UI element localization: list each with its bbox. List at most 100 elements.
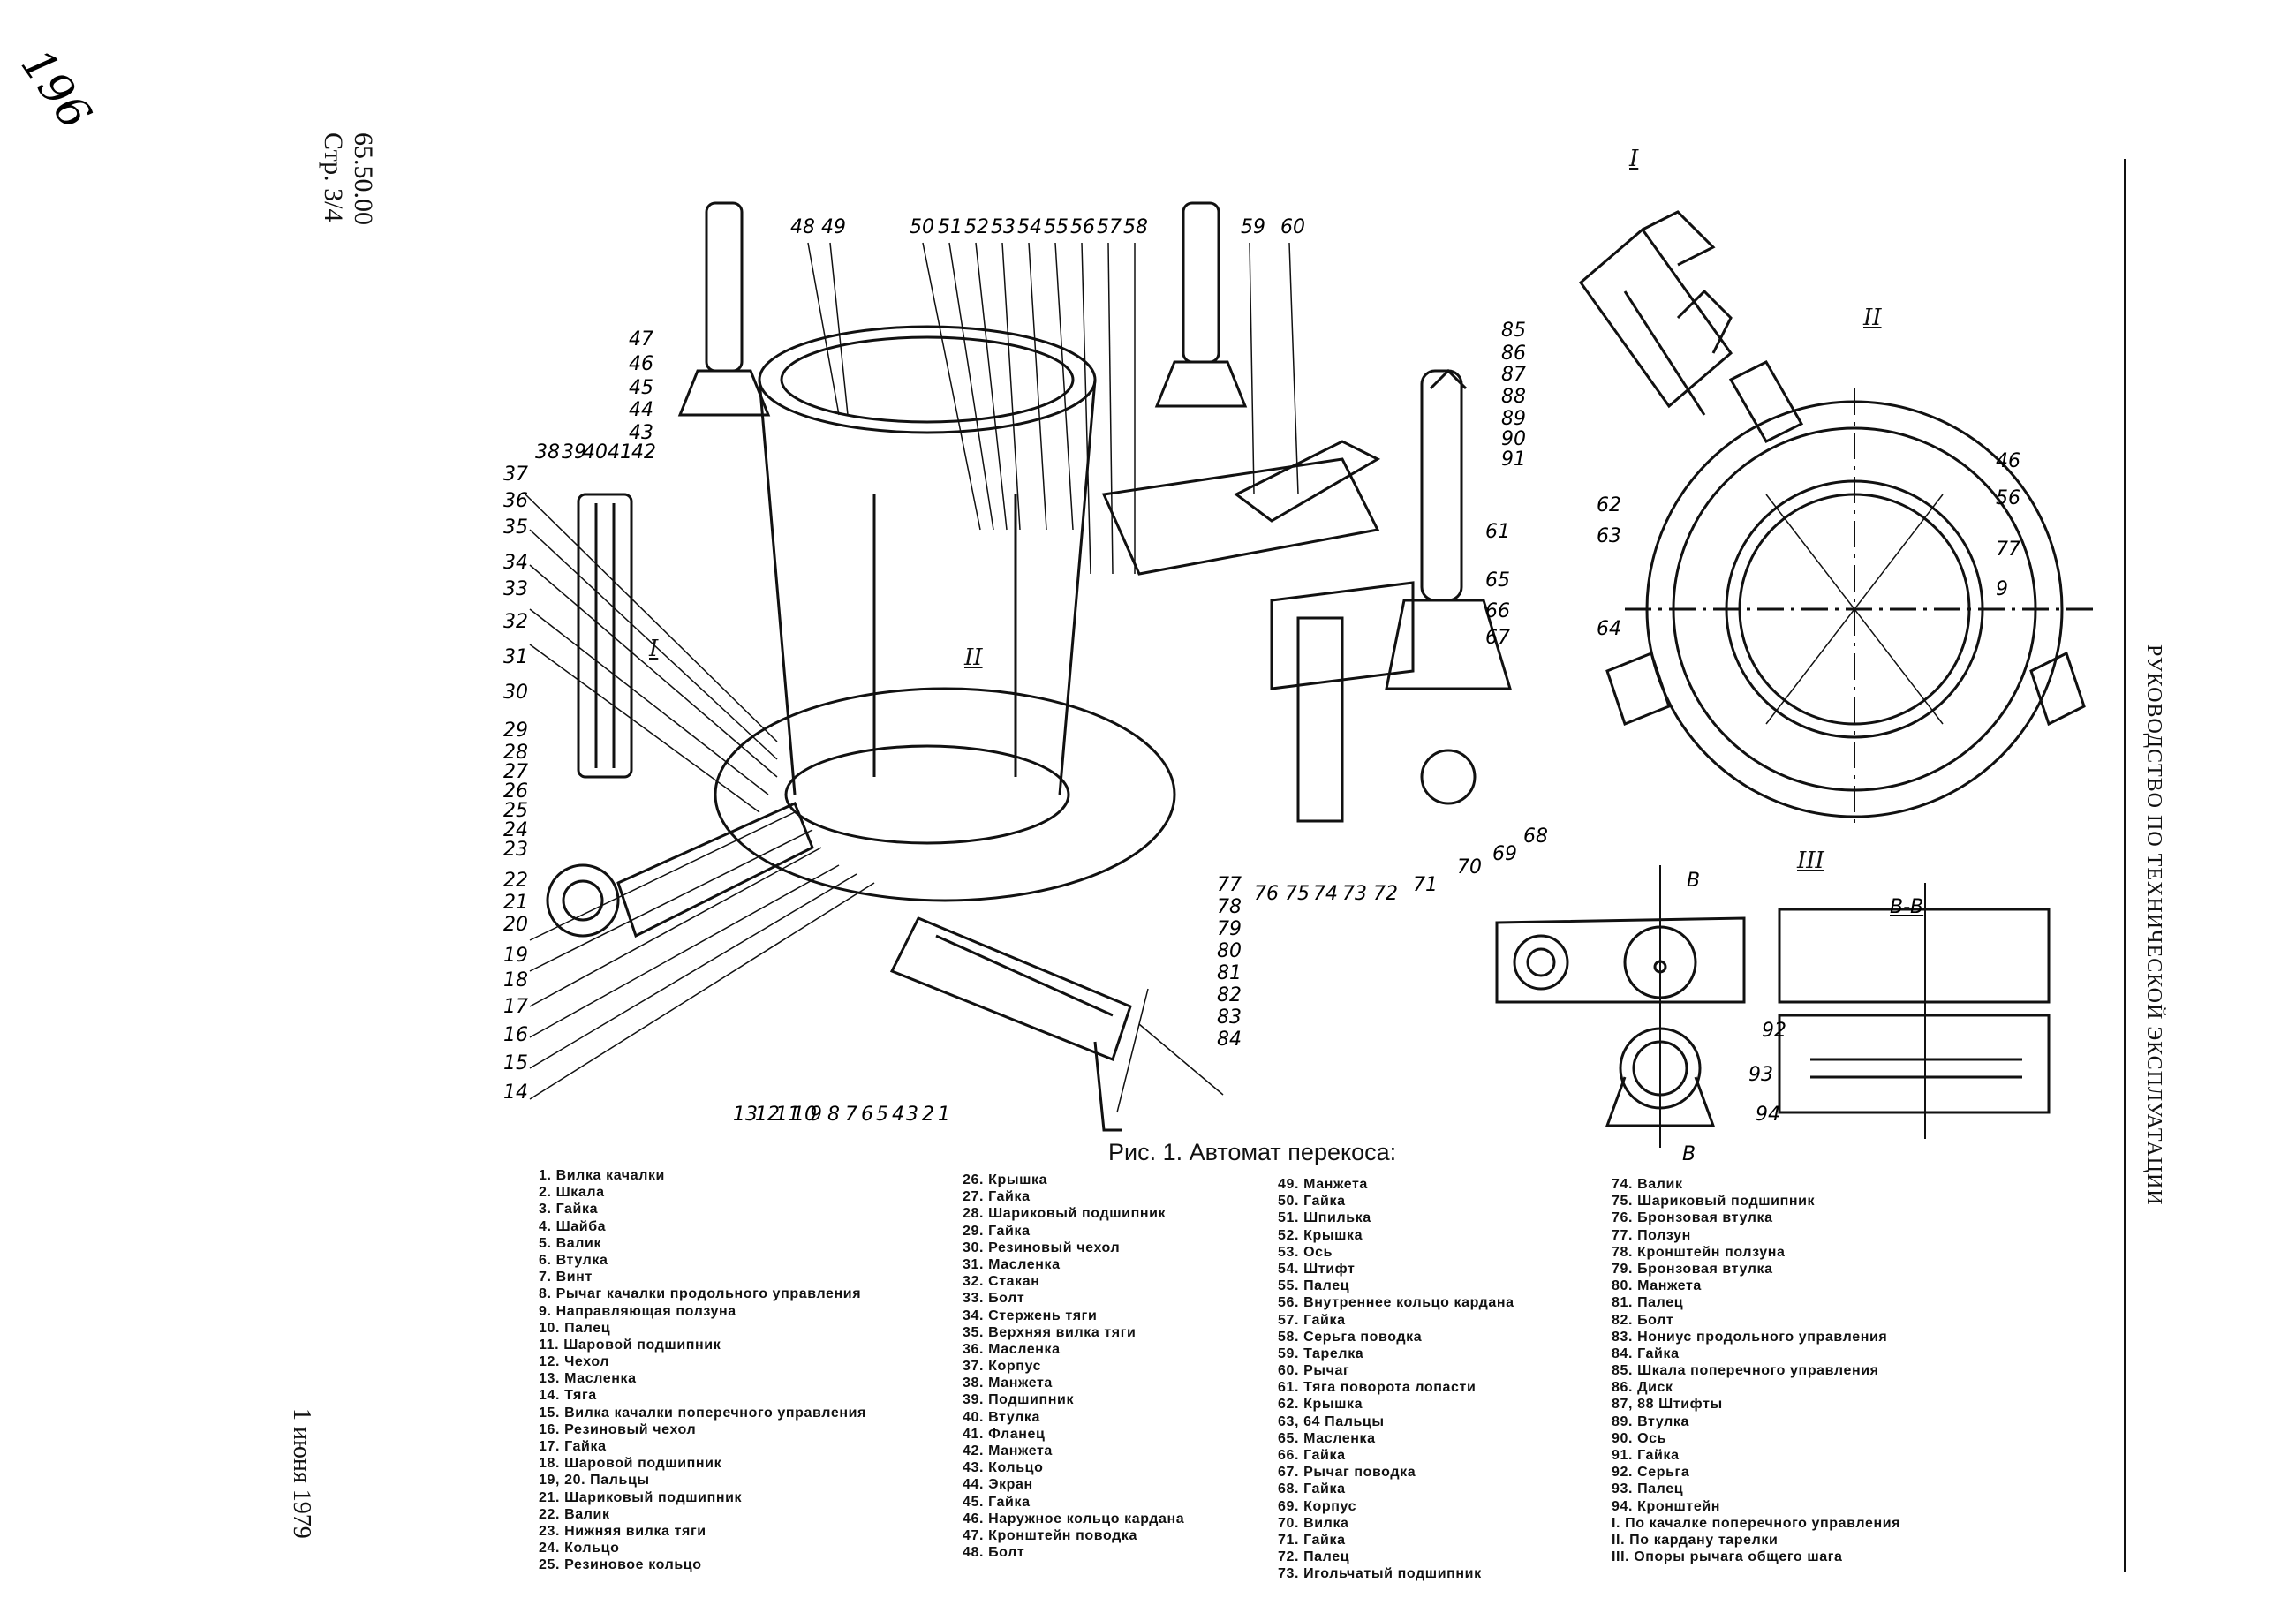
- callout-number: 33: [503, 578, 528, 600]
- legend-item: 35. Верхняя вилка тяги: [963, 1324, 1137, 1340]
- callout-number: 69: [1492, 843, 1517, 865]
- callout-number: 73: [1342, 883, 1367, 905]
- callout-number: 78: [1217, 896, 1242, 918]
- callout-number: 24: [503, 819, 528, 841]
- callout-number: 67: [1485, 627, 1510, 649]
- legend-item: 18. Шаровой подшипник: [539, 1456, 722, 1472]
- legend-item: 78. Кронштейн ползуна: [1612, 1244, 1786, 1260]
- legend-item: 57. Гайка: [1278, 1312, 1346, 1328]
- legend-item: 48. Болт: [963, 1545, 1025, 1561]
- callout-number: 27: [503, 761, 528, 783]
- legend-item: 2. Шкала: [539, 1185, 605, 1201]
- callout-number: 54: [1017, 216, 1042, 238]
- callout-number: 91: [1501, 448, 1526, 471]
- callout-number: 86: [1501, 343, 1526, 365]
- callout-number: 6: [861, 1104, 873, 1126]
- callout-number: 59: [1241, 216, 1265, 238]
- callout-number: 81: [1217, 962, 1242, 984]
- callout-number: 51: [938, 216, 963, 238]
- view-2-label: II: [1863, 305, 1882, 331]
- legend-item: 21. Шариковый подшипник: [539, 1489, 743, 1505]
- callout-number: 56: [1996, 487, 2020, 509]
- legend-item: 68. Гайка: [1278, 1481, 1346, 1497]
- legend-item: 49. Манжета: [1278, 1177, 1368, 1192]
- legend-item: 42. Манжета: [963, 1443, 1053, 1458]
- legend-item: 11. Шаровой подшипник: [539, 1337, 721, 1353]
- callout-number: 10: [792, 1104, 817, 1126]
- callout-number: 20: [503, 914, 528, 936]
- callout-number: 87: [1501, 364, 1526, 386]
- callout-number: 76: [1254, 883, 1279, 905]
- callout-number: 31: [503, 646, 528, 668]
- callout-number: 23: [503, 839, 528, 861]
- callout-number: 77: [1996, 539, 2020, 561]
- callout-number: 90: [1501, 428, 1526, 450]
- legend-item: 74. Валик: [1612, 1177, 1683, 1192]
- legend-item: 17. Гайка: [539, 1439, 607, 1454]
- callout-number: 43: [629, 422, 653, 444]
- callout-number: 15: [503, 1052, 528, 1074]
- legend-item: 73. Игольчатый подшипник: [1278, 1566, 1482, 1582]
- callout-number: 72: [1373, 883, 1398, 905]
- legend-item: 22. Валик: [539, 1506, 610, 1522]
- leader-lines: [525, 242, 1299, 1113]
- callout-number: 84: [1217, 1029, 1242, 1051]
- callout-number: 46: [629, 353, 653, 375]
- callout-number: 12: [755, 1104, 780, 1126]
- callout-number: 7: [845, 1104, 857, 1126]
- legend-item: 53. Ось: [1278, 1244, 1333, 1260]
- section-title: В-В: [1890, 896, 1924, 918]
- view-3-label: III: [1797, 848, 1824, 874]
- legend-item: 84. Гайка: [1612, 1345, 1680, 1361]
- callout-number: 65: [1485, 569, 1510, 592]
- legend-item: 77. Ползун: [1612, 1227, 1691, 1243]
- legend-item: 27. Гайка: [963, 1189, 1031, 1205]
- callout-number: 21: [503, 892, 528, 914]
- legend-item: 3. Гайка: [539, 1202, 599, 1217]
- legend-item: 36. Масленка: [963, 1341, 1061, 1357]
- legend-item: 62. Крышка: [1278, 1397, 1363, 1413]
- legend-item: 55. Палец: [1278, 1278, 1350, 1294]
- callout-number: 64: [1597, 618, 1621, 640]
- legend-item: 63, 64 Пальцы: [1278, 1413, 1385, 1429]
- callout-number: 56: [1070, 216, 1095, 238]
- legend-item: 91. Гайка: [1612, 1448, 1680, 1463]
- page-reference: Стр. 3/4: [319, 132, 348, 222]
- legend-item: III. Опоры рычага общего шага: [1612, 1549, 1843, 1565]
- legend-item: 46. Наружное кольцо кардана: [963, 1511, 1185, 1526]
- callout-number: 17: [503, 996, 528, 1018]
- callout-number: 18: [503, 969, 528, 991]
- callout-number: 92: [1762, 1020, 1786, 1042]
- callout-number: 9: [810, 1104, 822, 1126]
- legend-item: 9. Направляющая ползуна: [539, 1303, 736, 1319]
- legend-item: 1. Вилка качалки: [539, 1168, 665, 1183]
- legend-item: 31. Масленка: [963, 1256, 1061, 1272]
- callout-number: 53: [991, 216, 1016, 238]
- legend-item: 52. Крышка: [1278, 1227, 1363, 1243]
- callout-number: 9: [1996, 578, 2008, 600]
- legend-item: 16. Резиновый чехол: [539, 1421, 697, 1437]
- callout-number: 13: [733, 1104, 758, 1126]
- callout-number: 30: [503, 682, 528, 704]
- callout-number: 40: [583, 441, 608, 464]
- legend-item: 43. Кольцо: [963, 1460, 1044, 1476]
- legend-item: 14. Тяга: [539, 1388, 597, 1404]
- legend-item: 24. Кольцо: [539, 1541, 620, 1556]
- callout-number: 60: [1280, 216, 1305, 238]
- section-mark-top: В: [1687, 870, 1701, 892]
- legend-item: 65. Масленка: [1278, 1430, 1376, 1446]
- legend-item: 51. Шпилька: [1278, 1210, 1371, 1226]
- callout-number: 36: [503, 490, 528, 512]
- callout-number: 19: [503, 945, 528, 967]
- callout-number: 70: [1457, 856, 1482, 878]
- callout-number: 79: [1217, 918, 1242, 940]
- legend-item: 25. Резиновое кольцо: [539, 1557, 702, 1573]
- legend-item: 40. Втулка: [963, 1409, 1041, 1425]
- callout-number: 85: [1501, 320, 1526, 342]
- section-mark-bottom: В: [1682, 1143, 1696, 1165]
- legend-item: 90. Ось: [1612, 1430, 1667, 1446]
- issue-date: 1 июня 1979: [288, 1408, 315, 1539]
- legend-item: 86. Диск: [1612, 1380, 1673, 1396]
